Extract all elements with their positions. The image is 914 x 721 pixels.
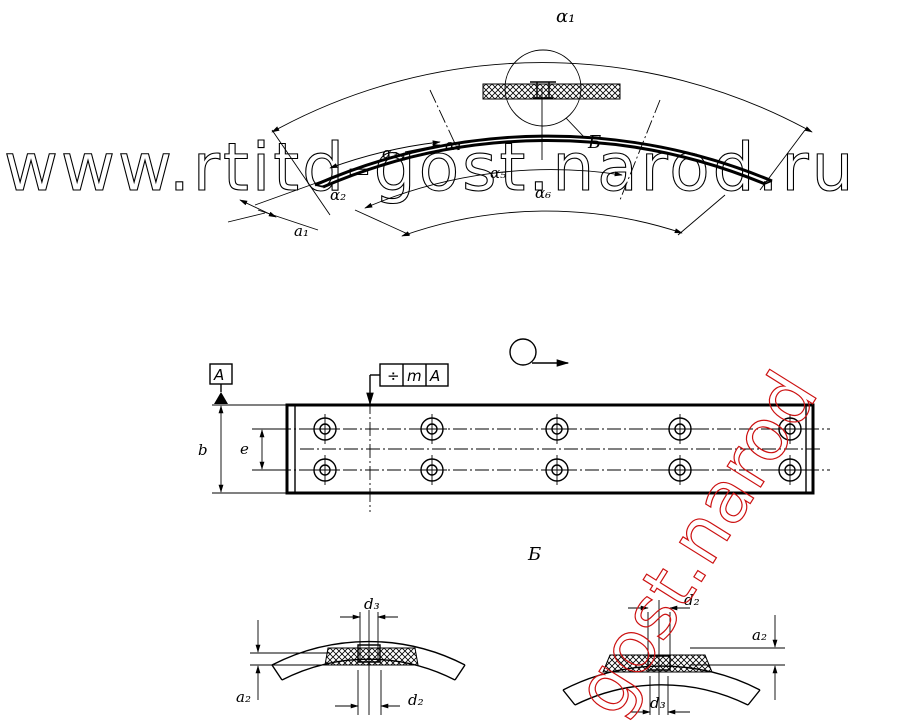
rivet-hole [665, 414, 695, 444]
radial-line-right [759, 129, 806, 191]
label-a1: a₁ [294, 222, 309, 240]
detail-left-rivet [357, 644, 381, 663]
detail-right-d2: d₂ [684, 591, 700, 609]
detail-circle [504, 49, 582, 127]
rivet-hole [417, 455, 447, 485]
dim-a1-arrow [239, 199, 277, 218]
label-alpha2: α₂ [330, 186, 346, 204]
rivet-hole [310, 414, 340, 444]
watermark-horizontal: www.rtitd-gost.narod.ru [4, 129, 857, 206]
dim-a1-ext-1 [227, 212, 266, 223]
detail-right-a2: a₂ [752, 626, 767, 644]
radial-line-left [271, 129, 331, 216]
detail-right-inner-arc [574, 684, 749, 706]
rivet-hole [542, 414, 572, 444]
detail-right-hatch [602, 654, 713, 673]
dim-arc-alpha6 [401, 210, 683, 237]
rivet-hole [775, 455, 805, 485]
label-alpha4: α₄ [445, 136, 461, 154]
dim-arc-alpha5 [364, 169, 623, 209]
detail-right-d3: d₃ [650, 694, 666, 712]
dim-b-label: b [198, 441, 208, 459]
arc-view: Б α₁ α₃ α₄ α₅ α₆ α₂ a₁ [227, 6, 813, 240]
dim-arc-alpha1 [271, 62, 813, 133]
plan-view: A ÷ m A [198, 338, 830, 512]
detail-left-d2: d₂ [408, 691, 424, 709]
lining-end-right [764, 180, 773, 185]
dim-e-label: e [240, 440, 249, 458]
rivet-hole [310, 455, 340, 485]
datum-triangle [214, 392, 228, 404]
datum-label: A [213, 366, 224, 384]
detail-left-a2: a₂ [236, 688, 251, 706]
rivet-section [530, 81, 556, 99]
radial-line-3 [619, 99, 661, 201]
detail-title: Б [527, 544, 541, 565]
rivet-hole [665, 455, 695, 485]
tolerance-datum: A [429, 367, 440, 385]
detail-left-hatch [324, 647, 419, 666]
label-alpha1: α₁ [556, 6, 575, 27]
label-alpha5: α₅ [490, 164, 506, 182]
radial-line-1 [429, 89, 459, 151]
radial-line-right2 [677, 194, 726, 236]
detail-left-outer-arc [271, 640, 466, 666]
detail-left: d₃ d₂ a₂ [236, 595, 466, 715]
detail-left-d3: d₃ [364, 595, 380, 613]
rivet-hole [775, 414, 805, 444]
hatched-section [482, 83, 621, 100]
lining-end-left [314, 184, 324, 188]
rivet-hole [542, 455, 572, 485]
label-alpha6: α₆ [535, 184, 551, 202]
label-alpha3: α₃ [382, 144, 398, 162]
tolerance-symbol: ÷ [387, 367, 400, 385]
detail-ref-label: Б [587, 132, 601, 153]
dim-arc-alpha3 [329, 140, 441, 169]
detail-right-rivet [647, 655, 671, 671]
dim-arc-alpha4 [404, 144, 441, 153]
tolerance-value: m [407, 367, 422, 385]
rivet-hole [417, 414, 447, 444]
detail-view: Б d₃ d₂ a₂ [236, 544, 785, 715]
rivet-holes [310, 414, 805, 485]
rotation-circle [509, 338, 537, 366]
radial-line-mid-l [354, 209, 411, 236]
detail-right: d₂ d₃ a₂ [562, 591, 785, 715]
